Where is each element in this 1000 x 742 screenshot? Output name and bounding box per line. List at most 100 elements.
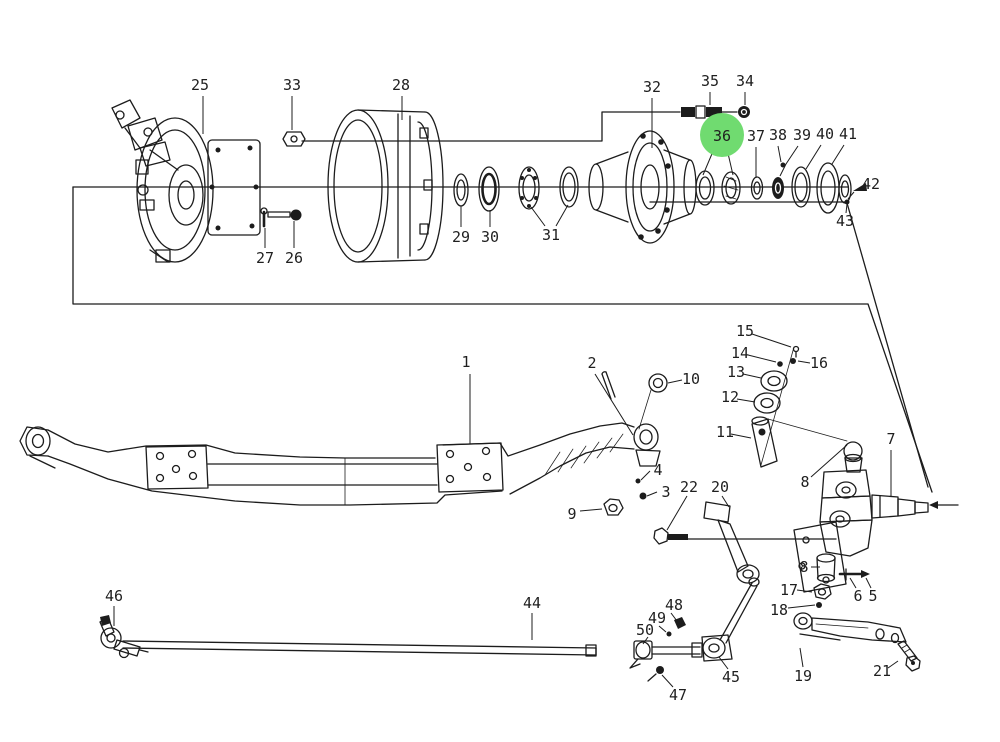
part-label-17: 17 <box>780 581 798 599</box>
leader-line-20 <box>721 495 730 508</box>
part-label-30: 30 <box>481 228 499 246</box>
part-label-25: 25 <box>191 76 209 94</box>
ring-41 <box>816 162 852 214</box>
part-label-11: 11 <box>716 423 734 441</box>
ring-30 <box>478 166 500 212</box>
brake-backing-plate-assembly <box>111 99 261 263</box>
part-label-8: 8 <box>800 473 809 491</box>
part-label-10: 10 <box>682 370 700 388</box>
leader-line-2 <box>594 373 634 436</box>
part-label-48: 48 <box>665 596 683 614</box>
screw-15 <box>792 345 800 353</box>
tie-rod-end-45 <box>651 577 760 662</box>
leader-line-9 <box>579 508 603 512</box>
part-label-36-highlighted[interactable]: 36 <box>713 127 731 145</box>
leader-line-19 <box>799 647 804 668</box>
lock-nut-38 <box>772 162 786 199</box>
part-label-44: 44 <box>523 594 541 612</box>
part-label-15: 15 <box>736 322 754 340</box>
leader-line-39 <box>779 145 799 177</box>
spindle-pointer-arrow <box>929 501 938 509</box>
leader-line-14 <box>747 354 777 363</box>
nut-17 <box>813 583 832 600</box>
part-label-21: 21 <box>873 662 891 680</box>
leader-line-8 <box>810 444 848 478</box>
leader-line-6 <box>849 577 857 589</box>
clamp-50 <box>629 640 653 669</box>
leader-line-18 <box>787 604 816 609</box>
part-label-22: 22 <box>680 478 698 496</box>
part-label-6: 6 <box>853 587 862 605</box>
nut-3 <box>639 492 647 500</box>
brake-flange <box>793 521 847 593</box>
leader-line-40 <box>805 144 822 170</box>
leader-line-15 <box>751 333 792 348</box>
part-label-2: 2 <box>587 354 596 372</box>
ring-40 <box>791 166 811 208</box>
part-label-41: 41 <box>839 125 857 143</box>
part-label-47: 47 <box>669 686 687 704</box>
bolt-21 <box>897 640 921 672</box>
clamp-bolt-48 <box>674 617 686 629</box>
part-label-40: 40 <box>816 125 834 143</box>
leader-line-31 <box>555 204 569 227</box>
ring-31b <box>559 166 579 208</box>
nut-49 <box>666 631 672 637</box>
kingpin-parts <box>751 345 800 468</box>
bushing-8-upper <box>843 441 863 461</box>
screw-4 <box>635 478 641 484</box>
part-label-7: 7 <box>886 430 895 448</box>
leader-line-47 <box>661 674 674 688</box>
part-label-28: 28 <box>392 76 410 94</box>
part-label-12: 12 <box>721 388 739 406</box>
part-label-26: 26 <box>285 249 303 267</box>
tie-rod-end-46 <box>99 615 149 659</box>
leader-line-3 <box>646 491 658 497</box>
camshaft-bracket <box>111 99 141 129</box>
part-label-14: 14 <box>731 344 749 362</box>
spindle <box>871 494 899 519</box>
part-label-1: 1 <box>461 353 470 371</box>
leader-line-49 <box>658 625 667 633</box>
bolt-26 <box>267 209 302 221</box>
leader-line-16 <box>797 360 811 364</box>
ring-12 <box>753 392 781 414</box>
ring-29 <box>453 173 469 207</box>
part-label-45: 45 <box>722 668 740 686</box>
leader-line-17 <box>796 589 813 593</box>
steering-knuckle <box>793 441 929 608</box>
bolt-47 <box>647 666 664 682</box>
part-label-32: 32 <box>643 78 661 96</box>
wheel-hub <box>588 130 697 244</box>
part-label-39: 39 <box>793 126 811 144</box>
part-label-20: 20 <box>711 478 729 496</box>
cap-13 <box>760 370 788 392</box>
highlight-circle[interactable] <box>700 113 744 157</box>
dot-43 <box>844 199 850 205</box>
leader-line-21 <box>887 660 899 669</box>
leader-line-11 <box>730 433 752 439</box>
leader-line-4 <box>640 470 651 481</box>
leader-line-22 <box>666 495 688 531</box>
pointer-42-arrow <box>853 183 867 191</box>
part-label-19: 19 <box>794 667 812 685</box>
oil-seal-36a <box>695 170 715 206</box>
nut-9 <box>603 498 624 516</box>
diagram-linework <box>19 99 959 682</box>
kingpin-11 <box>751 418 778 468</box>
part-label-3: 3 <box>661 483 670 501</box>
leader-line-50 <box>642 636 649 645</box>
drum-screw-33 <box>282 131 306 147</box>
grease-fitting-35 <box>681 105 722 119</box>
part-label-49: 49 <box>648 609 666 627</box>
leader-line-31 <box>530 206 546 227</box>
leader-line-12 <box>736 398 756 403</box>
part-label-13: 13 <box>727 363 745 381</box>
part-label-29: 29 <box>452 228 470 246</box>
leader-line-42 <box>847 191 855 200</box>
part-label-43: 43 <box>836 212 854 230</box>
part-label-18: 18 <box>770 601 788 619</box>
washer-37 <box>750 176 764 200</box>
